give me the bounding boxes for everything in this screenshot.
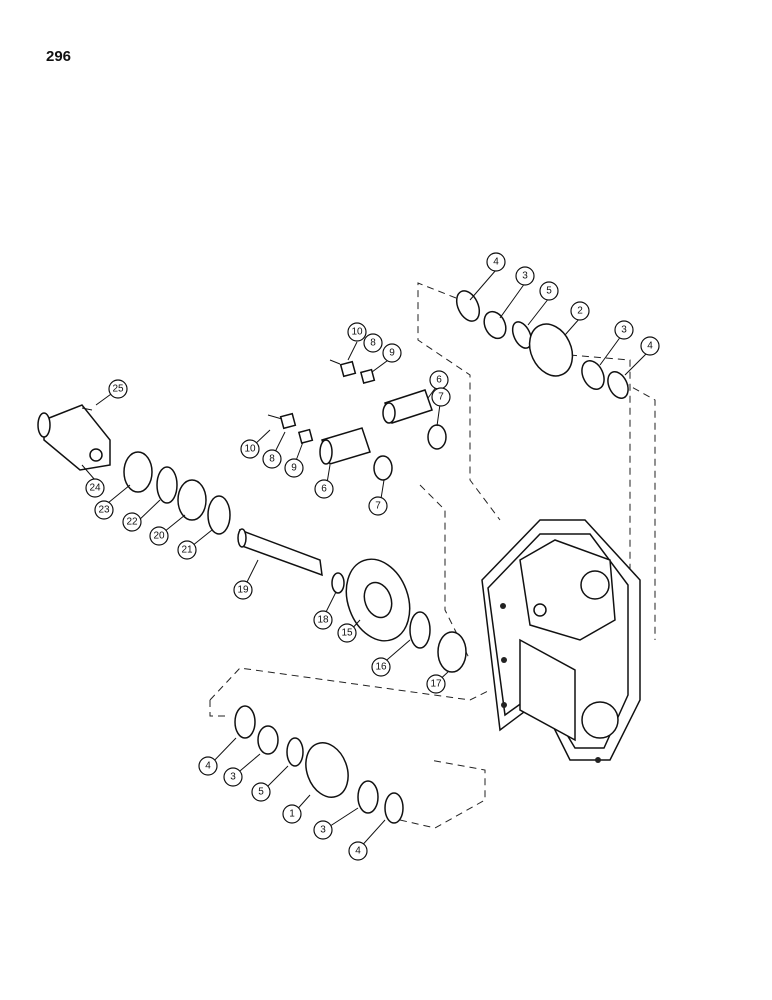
svg-text:4: 4: [205, 761, 211, 772]
main-shaft-group: [237, 528, 467, 673]
callout: 19: [233, 580, 253, 600]
gear-case-housing: [481, 519, 641, 763]
callout: 24: [85, 478, 105, 498]
lower-gear-group: [234, 705, 404, 824]
upper-gear-group: [455, 290, 629, 399]
callout: 3: [515, 266, 535, 286]
callout: 22: [122, 512, 142, 532]
svg-text:3: 3: [621, 325, 627, 336]
callout: 5: [251, 782, 271, 802]
callout: 4: [198, 756, 218, 776]
upper-shaft-group: [329, 359, 447, 450]
callout: 8: [363, 333, 383, 353]
callout: 20: [149, 526, 169, 546]
svg-text:10: 10: [244, 444, 256, 455]
svg-text:23: 23: [98, 505, 110, 516]
svg-text:1: 1: [289, 809, 295, 820]
svg-text:4: 4: [355, 846, 361, 857]
svg-text:6: 6: [436, 375, 442, 386]
callout: 23: [94, 500, 114, 520]
svg-text:24: 24: [89, 483, 101, 494]
svg-text:2: 2: [577, 306, 583, 317]
callout: 4: [348, 841, 368, 861]
callout: 9: [284, 458, 304, 478]
callout: 3: [313, 820, 333, 840]
callout: 8: [262, 449, 282, 469]
callout: 7: [368, 496, 388, 516]
callout: 17: [426, 674, 446, 694]
svg-text:4: 4: [493, 257, 499, 268]
svg-text:22: 22: [126, 517, 138, 528]
callout: 1: [282, 804, 302, 824]
svg-text:3: 3: [230, 772, 236, 783]
middle-shaft-group: [267, 412, 393, 481]
callout: 6: [314, 479, 334, 499]
svg-text:18: 18: [317, 615, 329, 626]
svg-text:6: 6: [321, 484, 327, 495]
svg-text:15: 15: [341, 628, 353, 639]
svg-text:5: 5: [546, 286, 552, 297]
svg-text:21: 21: [181, 545, 193, 556]
callout: 15: [337, 623, 357, 643]
callout: 4: [640, 336, 660, 356]
callout: 6: [429, 370, 449, 390]
svg-text:4: 4: [647, 341, 653, 352]
callout: 4: [486, 252, 506, 272]
callout: 21: [177, 540, 197, 560]
callout: 2: [570, 301, 590, 321]
svg-text:25: 25: [112, 384, 124, 395]
svg-text:10: 10: [351, 327, 363, 338]
svg-text:17: 17: [430, 679, 442, 690]
callout: 16: [371, 657, 391, 677]
svg-text:5: 5: [258, 787, 264, 798]
callout: 25: [108, 379, 128, 399]
callout: 10: [240, 439, 260, 459]
callout: 9: [382, 343, 402, 363]
callout: 7: [431, 387, 451, 407]
svg-text:3: 3: [522, 271, 528, 282]
callout-bubbles: 4 3 5 2 3 4 10 8 9 6 7 25 24 23 22 20 21…: [85, 252, 660, 861]
svg-text:8: 8: [269, 454, 275, 465]
callout: 18: [313, 610, 333, 630]
page-number: 296: [46, 48, 72, 65]
svg-text:19: 19: [237, 585, 249, 596]
svg-text:9: 9: [291, 463, 297, 474]
callout: 3: [614, 320, 634, 340]
svg-text:16: 16: [375, 662, 387, 673]
svg-text:3: 3: [320, 825, 326, 836]
svg-text:8: 8: [370, 338, 376, 349]
svg-text:7: 7: [438, 392, 444, 403]
callout: 3: [223, 767, 243, 787]
svg-text:7: 7: [375, 501, 381, 512]
left-cover-group: [37, 404, 231, 535]
svg-text:9: 9: [389, 348, 395, 359]
callout: 10: [347, 322, 367, 342]
svg-text:20: 20: [153, 531, 165, 542]
callout: 5: [539, 281, 559, 301]
